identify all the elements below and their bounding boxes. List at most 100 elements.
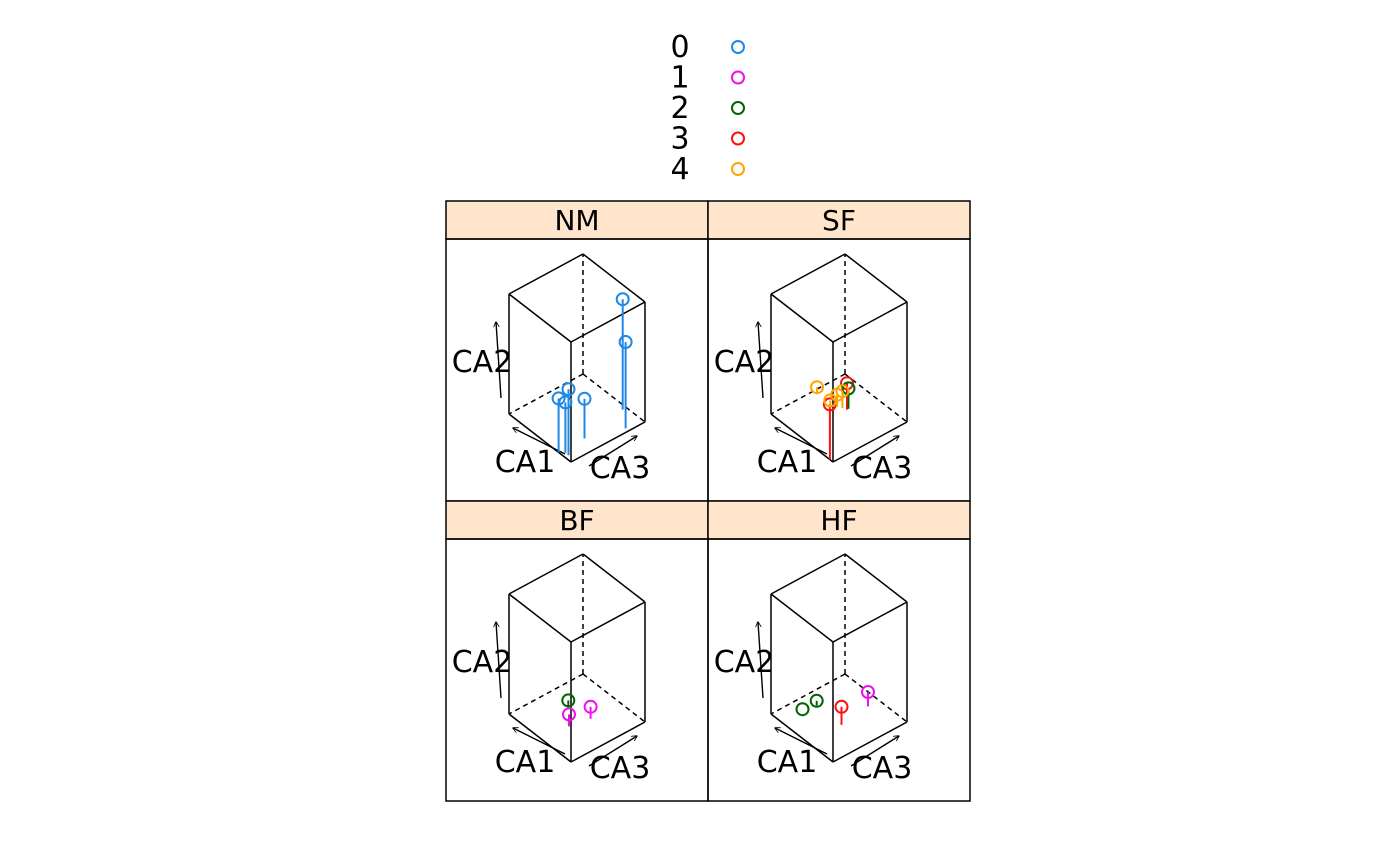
cube-nm xyxy=(508,253,646,463)
point-hf-1 xyxy=(809,693,824,708)
cube-edge xyxy=(770,553,846,595)
axis-arrow-ca1 xyxy=(513,728,566,755)
point-nm-3 xyxy=(577,391,592,406)
axes-bf: CA1 CA3 CA2 xyxy=(452,622,651,786)
legend-label-4: 4 xyxy=(670,152,689,187)
points-sf xyxy=(810,376,856,460)
point-sf-5 xyxy=(823,393,838,408)
cube-edge xyxy=(832,601,908,643)
axis-arrow-ca3 xyxy=(588,736,637,767)
cube-edge xyxy=(582,553,646,603)
point-hf-0 xyxy=(795,702,810,717)
point-nm-5 xyxy=(615,292,630,307)
axis-arrow-ca3 xyxy=(850,736,899,767)
cube-edge xyxy=(508,553,584,595)
strip-sf xyxy=(707,200,971,240)
cube-edge xyxy=(582,253,646,303)
strip-label-sf: SF xyxy=(822,204,856,237)
axis-label-ca2: CA2 xyxy=(714,645,775,680)
points-nm xyxy=(551,292,633,456)
axis-label-ca3: CA3 xyxy=(852,751,913,786)
cube-edge xyxy=(770,413,834,463)
strip-bf xyxy=(445,500,709,540)
legend-label-1: 1 xyxy=(670,61,689,96)
panel-hf: HF CA1 CA3 CA2 xyxy=(707,500,971,802)
axis-label-ca1: CA1 xyxy=(495,445,556,480)
axis-arrow-ca2 xyxy=(496,622,502,699)
axis-label-ca2: CA2 xyxy=(452,645,513,680)
axis-label-ca1: CA1 xyxy=(495,745,556,780)
panel-bf: BF CA1 CA3 CA2 xyxy=(445,500,709,802)
cube-hidden-edge xyxy=(582,673,646,723)
cube-edge xyxy=(508,713,572,763)
cube-hidden-edge xyxy=(844,673,908,723)
cube-edge xyxy=(508,413,572,463)
panel-nm: NM CA1 CA3 CA2 xyxy=(445,200,709,502)
point-sf-6 xyxy=(810,380,825,395)
axis-arrow-ca2 xyxy=(758,622,764,699)
axis-arrow-ca1 xyxy=(513,428,566,455)
strip-label-hf: HF xyxy=(820,504,857,537)
cube-edge xyxy=(508,293,572,343)
points-hf xyxy=(795,685,875,725)
point-bf-1 xyxy=(561,693,576,708)
cube-hidden-edge xyxy=(582,373,646,423)
point-nm-1 xyxy=(551,391,566,406)
legend-label-0: 0 xyxy=(670,30,689,65)
axis-label-ca1: CA1 xyxy=(757,445,818,480)
point-hf-2 xyxy=(834,699,849,714)
axis-label-ca3: CA3 xyxy=(852,451,913,486)
point-bf-0 xyxy=(562,707,576,722)
axis-label-ca3: CA3 xyxy=(590,751,651,786)
axis-label-ca3: CA3 xyxy=(590,451,651,486)
cube-bf xyxy=(508,553,646,763)
legend-symbol-4 xyxy=(731,162,745,176)
cube-edge xyxy=(508,253,584,295)
point-hf-3 xyxy=(861,685,875,699)
cube-edge xyxy=(832,301,908,343)
cube-edge xyxy=(570,601,646,643)
legend-symbol-1 xyxy=(731,70,745,85)
cube-hidden-edge xyxy=(508,673,584,715)
axis-arrow-ca1 xyxy=(775,728,828,755)
legend-symbol-3 xyxy=(731,131,745,146)
cube-edge xyxy=(770,293,834,343)
axis-label-ca2: CA2 xyxy=(714,345,775,380)
cube-edge xyxy=(508,593,572,643)
axes-hf: CA1 CA3 CA2 xyxy=(714,622,913,786)
points-bf xyxy=(561,693,598,727)
cube-edge xyxy=(832,721,908,763)
panel-sf: SF CA1 CA3 CA2 xyxy=(707,200,971,502)
axis-arrow-ca1 xyxy=(775,428,828,455)
cube-hidden-edge xyxy=(844,373,908,423)
cube-edge xyxy=(844,553,908,603)
axes-sf: CA1 CA3 CA2 xyxy=(714,322,913,486)
cube-hf xyxy=(770,553,908,763)
axis-label-ca2: CA2 xyxy=(452,345,513,380)
cube-edge xyxy=(832,421,908,463)
cube-edge xyxy=(570,721,646,763)
axis-arrow-ca2 xyxy=(758,322,764,399)
cube-edge xyxy=(570,301,646,343)
point-nm-2 xyxy=(561,382,576,397)
legend-label-3: 3 xyxy=(670,122,689,157)
point-nm-4 xyxy=(618,335,633,349)
axes-nm: CA1 CA3 CA2 xyxy=(452,322,651,486)
axis-arrow-ca3 xyxy=(588,436,637,467)
strip-label-bf: BF xyxy=(559,504,594,537)
cube-edge xyxy=(770,713,834,763)
cube-edge xyxy=(770,593,834,643)
panel-frame-hf xyxy=(707,538,971,802)
axis-label-ca1: CA1 xyxy=(757,745,818,780)
strip-hf xyxy=(707,500,971,540)
cube-edge xyxy=(770,253,846,295)
legend-label-2: 2 xyxy=(670,91,689,126)
legend-symbol-2 xyxy=(731,101,745,115)
axis-arrow-ca2 xyxy=(496,322,502,399)
point-bf-2 xyxy=(583,699,598,714)
axis-arrow-ca3 xyxy=(850,436,899,467)
strip-label-nm: NM xyxy=(554,204,599,237)
legend-symbol-0 xyxy=(731,40,745,54)
